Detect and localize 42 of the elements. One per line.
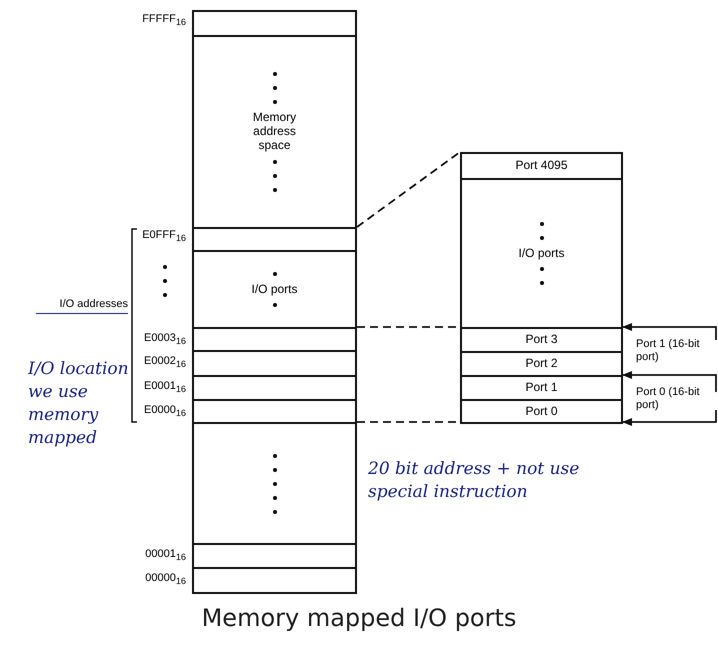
memory-block bbox=[460, 178, 623, 329]
address-label: E0000$_{16}$ bbox=[143, 404, 186, 418]
cell-label: Port 0 bbox=[525, 404, 558, 418]
memory-row bbox=[192, 567, 357, 594]
annotation-label: I/O addresses bbox=[36, 298, 128, 314]
port-group-label: Port 1 (16-bit port) bbox=[636, 338, 701, 364]
memory-row bbox=[192, 350, 357, 377]
memory-block bbox=[192, 35, 357, 229]
cell-label: Port 1 bbox=[525, 381, 558, 395]
cell-label: I/O ports bbox=[518, 246, 564, 260]
port-cell bbox=[460, 351, 623, 377]
cell-label: Memory address space bbox=[252, 111, 298, 153]
address-label: 00001$_{16}$ bbox=[144, 548, 186, 562]
handwritten-note: I/O location we use memory mapped bbox=[28, 358, 130, 450]
port-cell bbox=[460, 375, 623, 401]
memory-row bbox=[192, 399, 357, 424]
address-label: FFFFF$_{16}$ bbox=[141, 13, 186, 28]
cell-label: Port 3 bbox=[525, 333, 558, 347]
memory-block bbox=[192, 250, 357, 329]
port-group-label: Port 0 (16-bit port) bbox=[636, 386, 701, 412]
handwritten-note: 20 bit address + not use special instruction bbox=[368, 458, 580, 504]
cell-label: I/O ports bbox=[251, 282, 298, 296]
port-cell bbox=[460, 327, 623, 353]
port-cell bbox=[460, 399, 623, 424]
address-label: E0001$_{16}$ bbox=[143, 380, 186, 394]
cell-label: Port 4095 bbox=[515, 159, 568, 173]
arrow bbox=[622, 323, 717, 340]
memory-row bbox=[192, 227, 357, 252]
memory-row bbox=[192, 543, 357, 569]
dashed-line bbox=[356, 151, 461, 228]
memory-row bbox=[192, 10, 357, 37]
memory-row bbox=[192, 327, 357, 352]
cell-label: Port 2 bbox=[525, 357, 558, 371]
address-label: E0FFF$_{16}$ bbox=[141, 229, 186, 244]
address-label: E0003$_{16}$ bbox=[143, 332, 186, 346]
arrow bbox=[622, 410, 717, 426]
memory-row bbox=[192, 422, 357, 545]
arrow bbox=[622, 371, 717, 392]
port-cell bbox=[460, 152, 623, 180]
address-label: 00000$_{16}$ bbox=[144, 572, 186, 586]
memory-row bbox=[192, 375, 357, 401]
caption: Memory mapped I/O ports bbox=[200, 604, 518, 632]
